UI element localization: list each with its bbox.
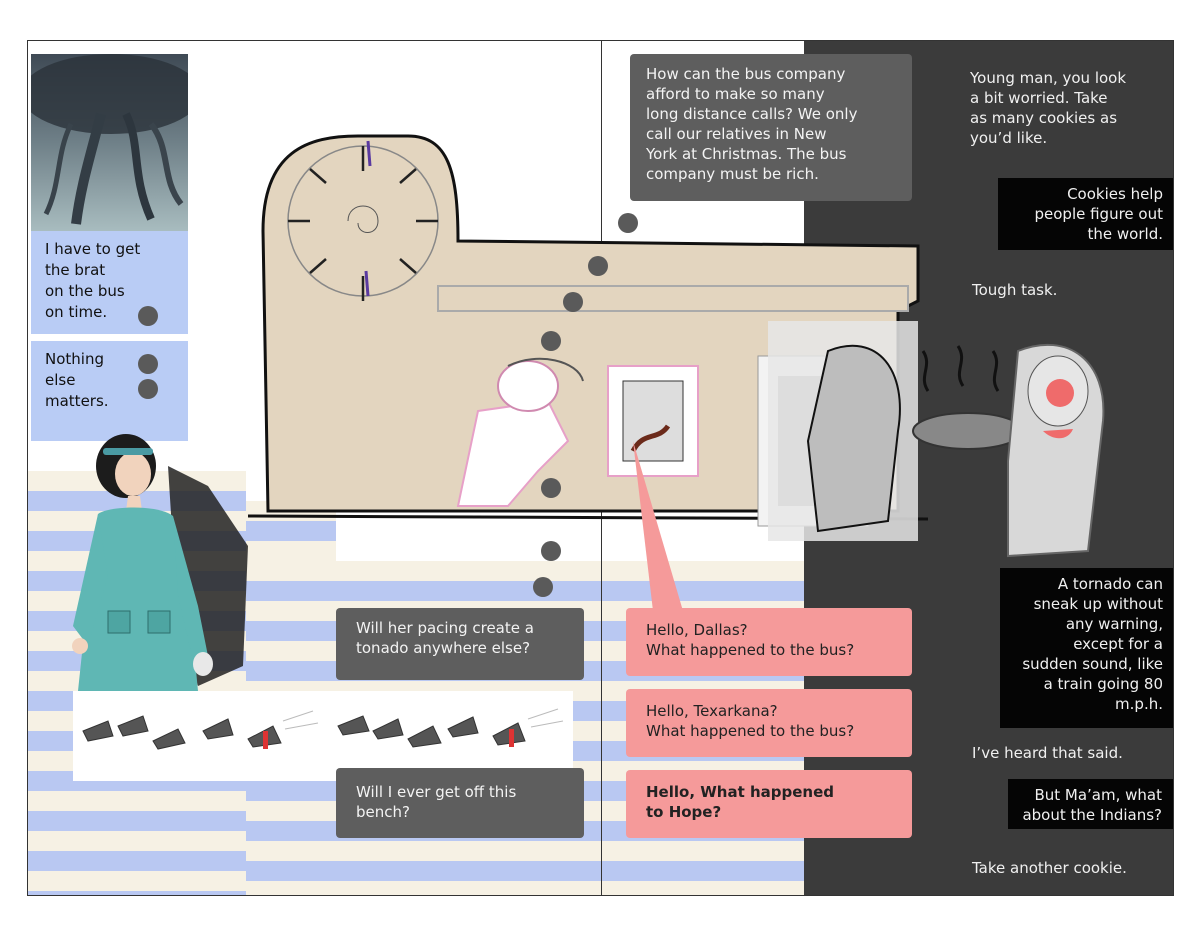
thought-dot bbox=[138, 354, 158, 374]
caption-line: a train going 80 bbox=[1043, 675, 1163, 693]
woman-illustration bbox=[72, 434, 248, 691]
caption-bus-company: How can the bus company afford to make s… bbox=[630, 54, 912, 201]
caption-line: company must be rich. bbox=[646, 165, 819, 183]
caption-line: as many cookies as bbox=[970, 109, 1118, 127]
caption-line: tonado anywhere else? bbox=[356, 639, 531, 657]
thought-dot bbox=[563, 292, 583, 312]
caption-line: Will I ever get off this bbox=[356, 783, 517, 801]
caption-tough-task: Tough task. bbox=[972, 281, 1058, 299]
caption-call-dallas: Hello, Dallas? What happened to the bus? bbox=[626, 608, 912, 676]
caption-line: long distance calls? We only bbox=[646, 105, 858, 123]
thought-dot bbox=[541, 478, 561, 498]
caption-line: Hello, What happened bbox=[646, 783, 835, 801]
caption-line: you’d like. bbox=[970, 129, 1048, 147]
caption-indians: But Ma’am, what about the Indians? bbox=[1008, 779, 1173, 829]
caption-call-texarkana: Hello, Texarkana? What happened to the b… bbox=[626, 689, 912, 757]
caption-line: Young man, you look bbox=[970, 69, 1127, 87]
caption-another-cookie: Take another cookie. bbox=[972, 859, 1127, 877]
caption-line: about the Indians? bbox=[1022, 806, 1162, 824]
caption-line: matters. bbox=[45, 392, 109, 410]
tornado-image bbox=[31, 54, 188, 231]
caption-line: York at Christmas. The bus bbox=[646, 145, 847, 163]
caption-line: people figure out bbox=[1034, 205, 1164, 223]
caption-cookies-help: Cookies help people figure out the world… bbox=[998, 178, 1173, 250]
caption-line: Hello, Texarkana? bbox=[646, 702, 778, 720]
caption-line: the brat bbox=[45, 261, 106, 279]
caption-brat-bus: I have to get the brat on the bus on tim… bbox=[31, 231, 188, 334]
caption-line: Cookies help bbox=[1067, 185, 1163, 203]
caption-bench: Will I ever get off this bench? bbox=[336, 768, 584, 838]
caption-line: a bit worried. Take bbox=[970, 89, 1108, 107]
thought-dot bbox=[138, 379, 158, 399]
caption-line: the world. bbox=[1087, 225, 1163, 243]
caption-tornado-warning: A tornado can sneak up without any warni… bbox=[1000, 568, 1173, 728]
caption-heard-said: I’ve heard that said. bbox=[972, 744, 1123, 762]
thought-dot bbox=[618, 213, 638, 233]
caption-line: to Hope? bbox=[646, 803, 722, 821]
caption-line: Will her pacing create a bbox=[356, 619, 534, 637]
caption-line: Nothing bbox=[45, 350, 104, 368]
caption-line: on the bus bbox=[45, 282, 125, 300]
caption-line: How can the bus company bbox=[646, 65, 846, 83]
caption-line: sneak up without bbox=[1033, 595, 1163, 613]
caption-line: call our relatives in New bbox=[646, 125, 827, 143]
cookie-scene bbox=[768, 321, 1105, 558]
thought-dot bbox=[541, 541, 561, 561]
caption-line: What happened to the bus? bbox=[646, 641, 855, 659]
thought-dot bbox=[588, 256, 608, 276]
caption-line: on time. bbox=[45, 303, 108, 321]
caption-line: What happened to the bus? bbox=[646, 722, 855, 740]
caption-line: A tornado can bbox=[1057, 575, 1163, 593]
caption-young-man: Young man, you look a bit worried. Take … bbox=[970, 68, 1170, 148]
caption-line: bench? bbox=[356, 803, 410, 821]
caption-line: sudden sound, like bbox=[1022, 655, 1163, 673]
caption-line: I have to get bbox=[45, 240, 141, 258]
caption-line: afford to make so many bbox=[646, 85, 825, 103]
shoe-sequence bbox=[73, 691, 573, 781]
thought-dot bbox=[533, 577, 553, 597]
thought-dot bbox=[138, 306, 158, 326]
thought-dot bbox=[541, 331, 561, 351]
caption-line: any warning, bbox=[1065, 615, 1163, 633]
caption-line: m.p.h. bbox=[1115, 695, 1163, 713]
caption-line: But Ma’am, what bbox=[1034, 786, 1162, 804]
comic-page: I have to get the brat on the bus on tim… bbox=[27, 40, 1174, 896]
caption-line: else bbox=[45, 371, 76, 389]
caption-call-hope: Hello, What happened to Hope? bbox=[626, 770, 912, 838]
caption-pacing-tornado: Will her pacing create a tonado anywhere… bbox=[336, 608, 584, 680]
caption-line: except for a bbox=[1073, 635, 1163, 653]
speech-pointer bbox=[633, 441, 683, 611]
caption-line: Hello, Dallas? bbox=[646, 621, 748, 639]
caption-nothing-matters: Nothing else matters. bbox=[31, 341, 188, 441]
